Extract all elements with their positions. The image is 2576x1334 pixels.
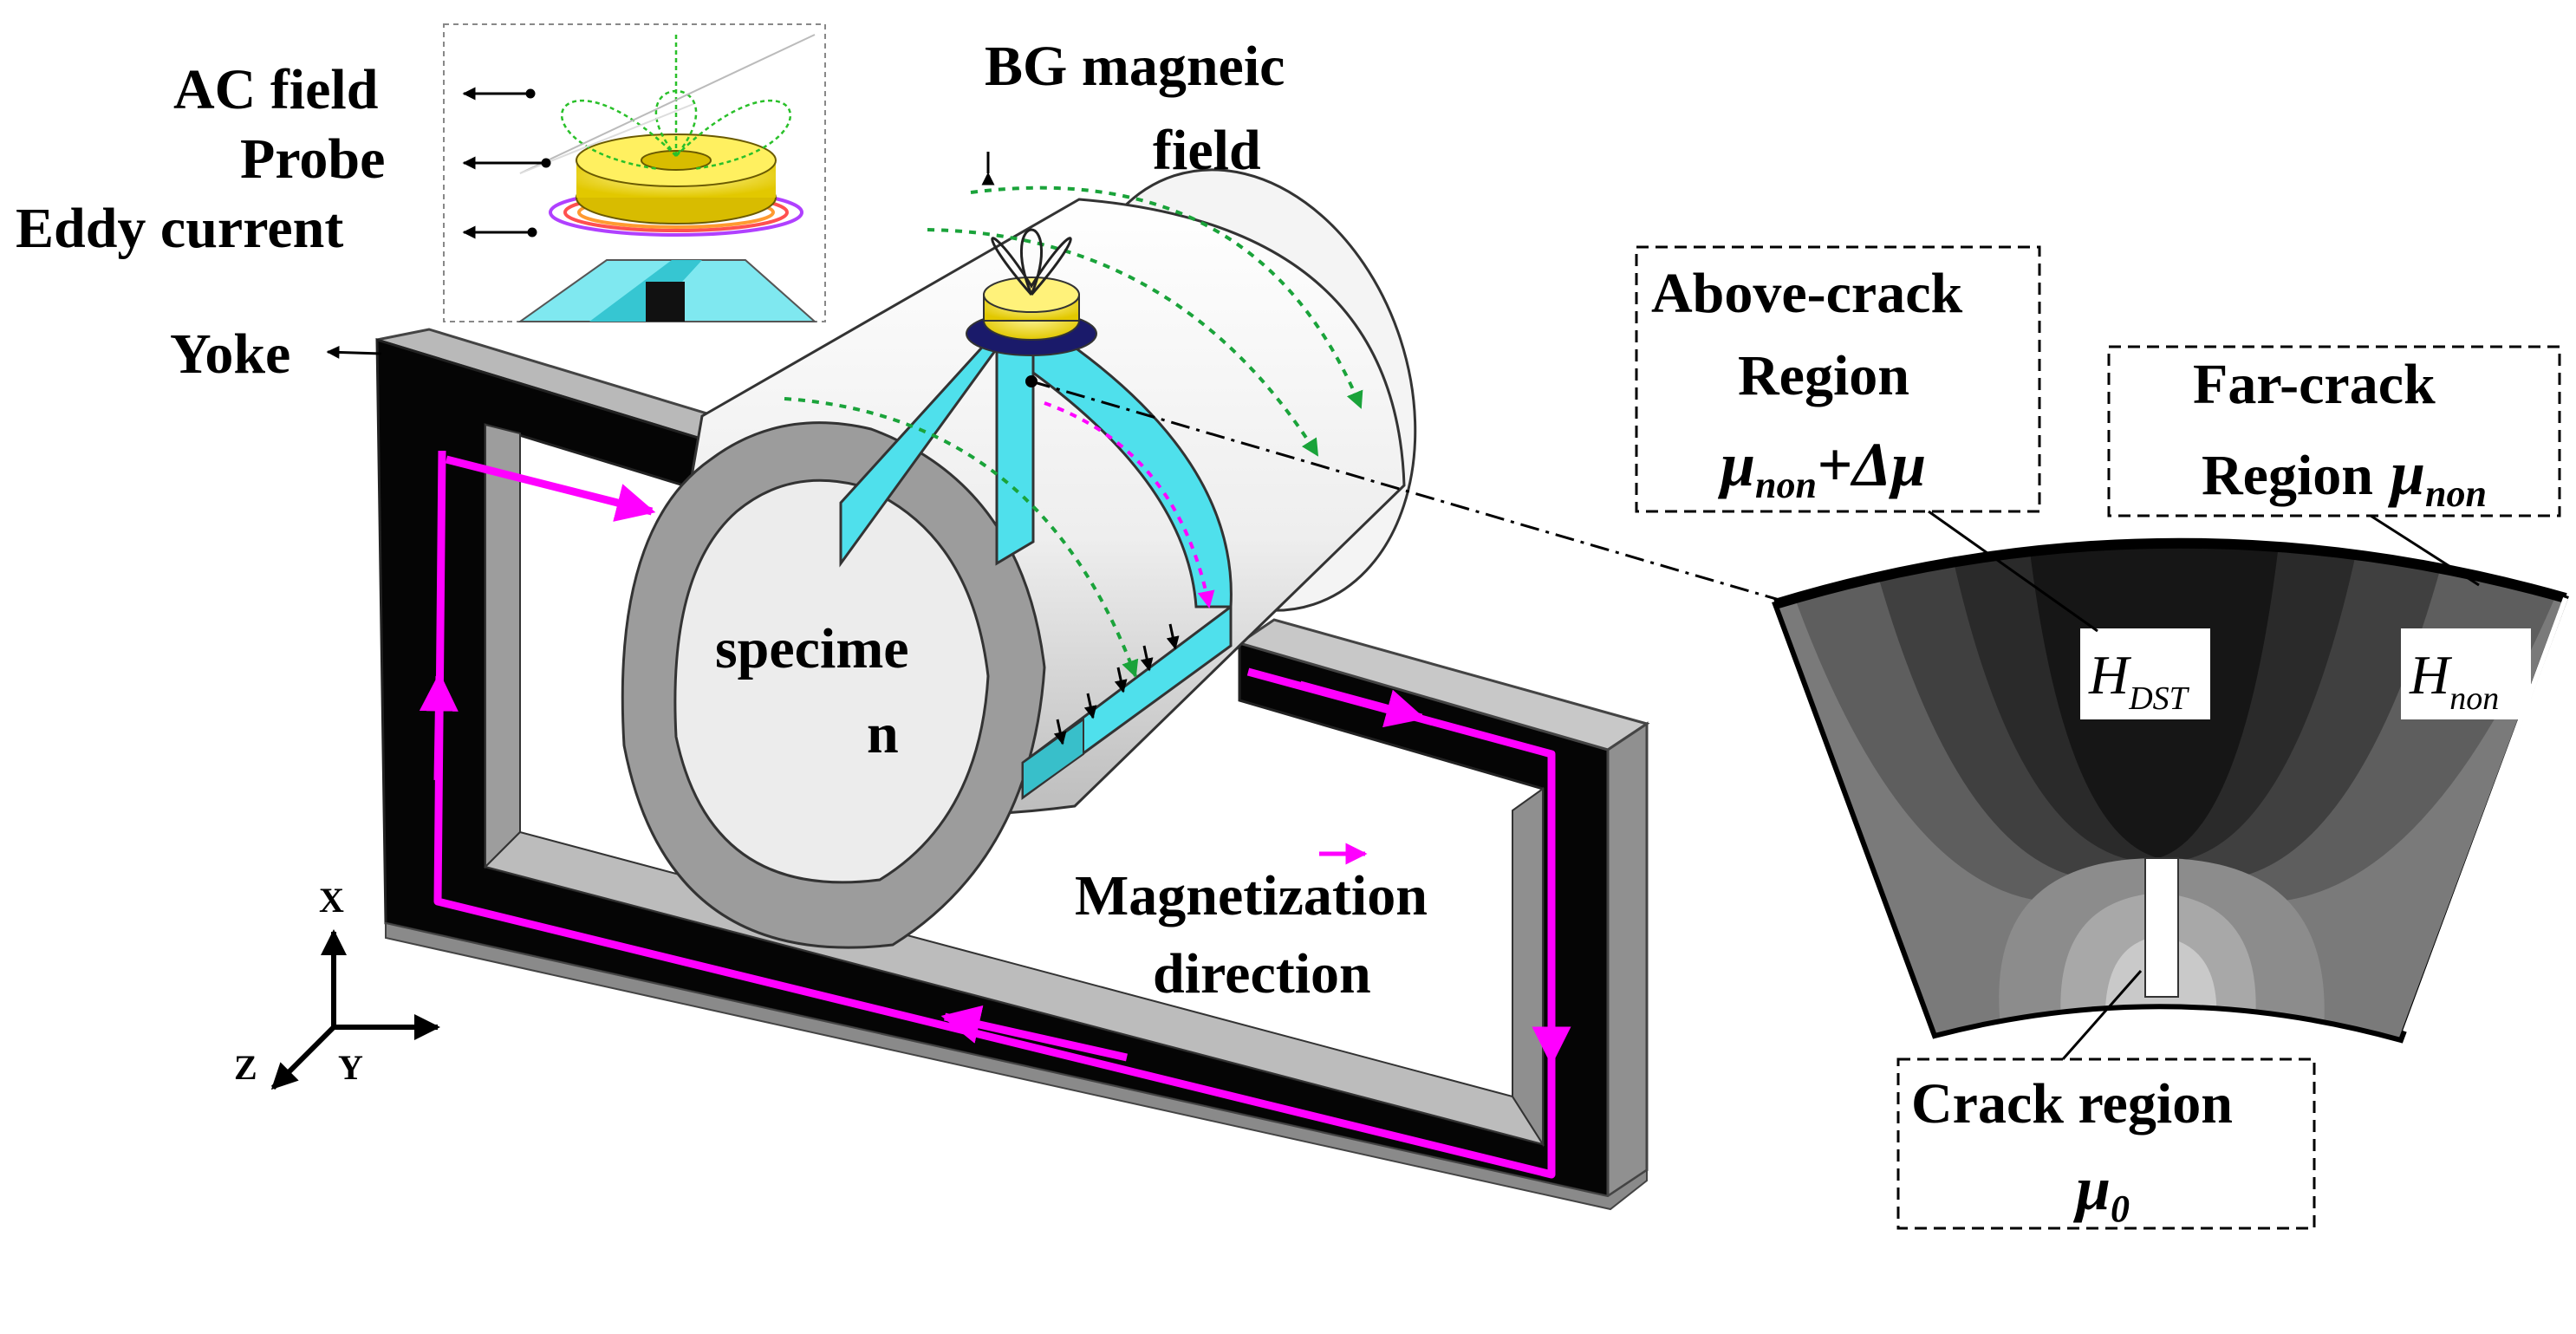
axis-x-label: X — [319, 881, 344, 920]
axis-z-label: Z — [234, 1048, 257, 1087]
crack-region-label: Crack region — [1911, 1072, 2233, 1136]
bg-field-label-line1: BG magneic — [985, 35, 1285, 98]
h-dst-label: HDST — [2088, 644, 2190, 717]
above-crack-mu: μnon+Δμ — [1717, 430, 1926, 506]
h-dst-box — [2080, 628, 2210, 719]
bg-field-lines — [784, 185, 1363, 678]
zoom-leader — [1031, 380, 1804, 608]
probe-inset — [443, 23, 826, 322]
probe-label: Probe — [240, 127, 385, 191]
inset-leaders — [326, 87, 995, 359]
far-crack-box — [2107, 345, 2561, 517]
coordinate-axes — [270, 929, 440, 1090]
probe-on-specimen — [966, 228, 1097, 356]
axis-y-label: Y — [338, 1048, 363, 1087]
yoke-label: Yoke — [170, 322, 290, 386]
specimen-cylinder — [621, 168, 1417, 949]
ac-field-label: AC field — [173, 58, 378, 121]
h-non-label: Hnon — [2409, 644, 2499, 717]
magnetization-label-line2: direction — [1153, 942, 1371, 1005]
flux-arrows — [1053, 623, 1180, 745]
above-crack-label-line2: Region — [1738, 344, 1909, 407]
above-crack-label-line1: Above-crack — [1651, 262, 1963, 325]
field-contour-sector — [1772, 537, 2569, 1044]
above-crack-box — [1635, 245, 2041, 513]
eddy-current-label: Eddy current — [16, 197, 343, 260]
h-non-box — [2401, 628, 2531, 719]
magnetization-label-line1: Magnetization — [1075, 864, 1428, 927]
specimen-label-line2: n — [867, 702, 899, 765]
magnetization-path — [419, 450, 1571, 1179]
specimen-label-line1: specime — [715, 617, 909, 680]
bg-field-label-line2: field — [1153, 119, 1261, 182]
crack-region-mu: μ0 — [2072, 1154, 2130, 1230]
crack-region-box — [1896, 1057, 2316, 1230]
region-leaders — [1928, 510, 2480, 1060]
zoom-origin-dot — [1025, 375, 1038, 387]
far-crack-label-line1: Far-crack — [2193, 353, 2436, 416]
